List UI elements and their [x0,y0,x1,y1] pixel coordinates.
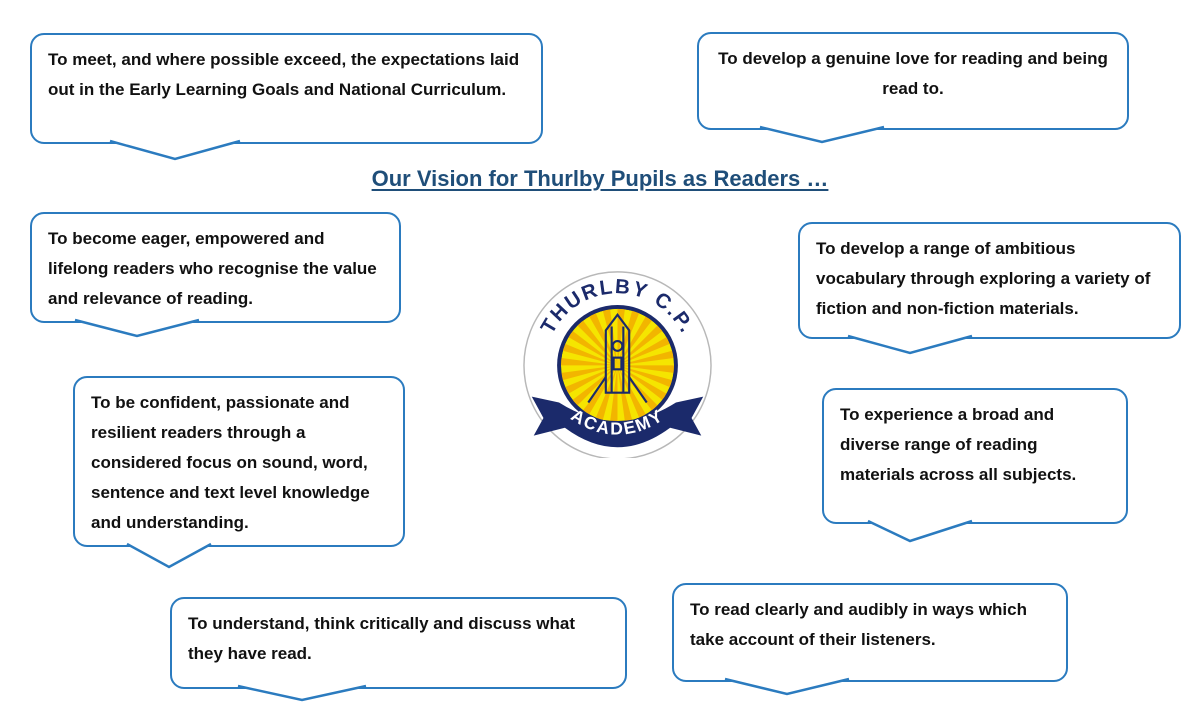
sun-ray [617,308,627,366]
sun-ray [560,323,618,366]
vision-bubble-4: To develop a range of ambitious vocabula… [798,222,1181,339]
vision-bubble-text: To understand, think critically and disc… [188,614,575,663]
sun-ray [608,365,618,422]
speech-tail-icon [847,334,973,355]
vision-bubble-text: To become eager, empowered and lifelong … [48,229,377,308]
vision-bubble-7: To understand, think critically and disc… [170,597,627,689]
speech-tail-icon [867,519,973,543]
speech-tail-icon [74,318,200,338]
sun-ray [560,339,618,366]
sun-ray [563,365,618,414]
speech-tail-icon [126,542,212,569]
sun-ray [583,308,618,366]
vision-bubble-text: To be confident, passionate and resilien… [91,393,370,532]
vision-bubble-5: To be confident, passionate and resilien… [73,376,405,547]
page-title: Our Vision for Thurlby Pupils as Readers… [371,166,829,191]
vision-bubble-text: To read clearly and audibly in ways whic… [690,600,1027,649]
sun-ray [617,365,675,407]
sun-ray [575,365,618,422]
vision-bubble-8: To read clearly and audibly in ways whic… [672,583,1068,682]
vision-bubble-text: To meet, and where possible exceed, the … [48,50,520,99]
logo-ribbon [531,396,704,448]
sun-ray [617,365,675,375]
vision-bubble-text: To develop a genuine love for reading an… [718,49,1108,98]
vision-bubble-3: To become eager, empowered and lifelong … [30,212,401,323]
building-icon [587,312,648,404]
speech-tail-icon [237,684,367,702]
sun-ray [617,317,672,366]
vision-bubble-2: To develop a genuine love for reading an… [697,32,1129,130]
vision-bubble-1: To meet, and where possible exceed, the … [30,33,543,144]
sun-ray [617,365,675,392]
vision-bubble-text: To experience a broad and diverse range … [840,405,1077,484]
speech-tail-icon [759,125,885,144]
school-logo: THURLBY C.P. ACADEMY [523,271,712,458]
sun-ray [617,308,660,366]
sun-ray [560,356,618,366]
sun-ray [617,331,675,366]
speech-tail-icon [724,677,850,696]
sun-ray [560,365,618,384]
vision-bubble-6: To experience a broad and diverse range … [822,388,1128,524]
sun-ray [617,347,675,366]
vision-bubble-text: To develop a range of ambitious vocabula… [816,239,1151,318]
speech-tail-icon [109,139,241,161]
sun-ray [617,365,652,422]
sun-ray [560,365,618,400]
sun-ray [617,365,636,422]
